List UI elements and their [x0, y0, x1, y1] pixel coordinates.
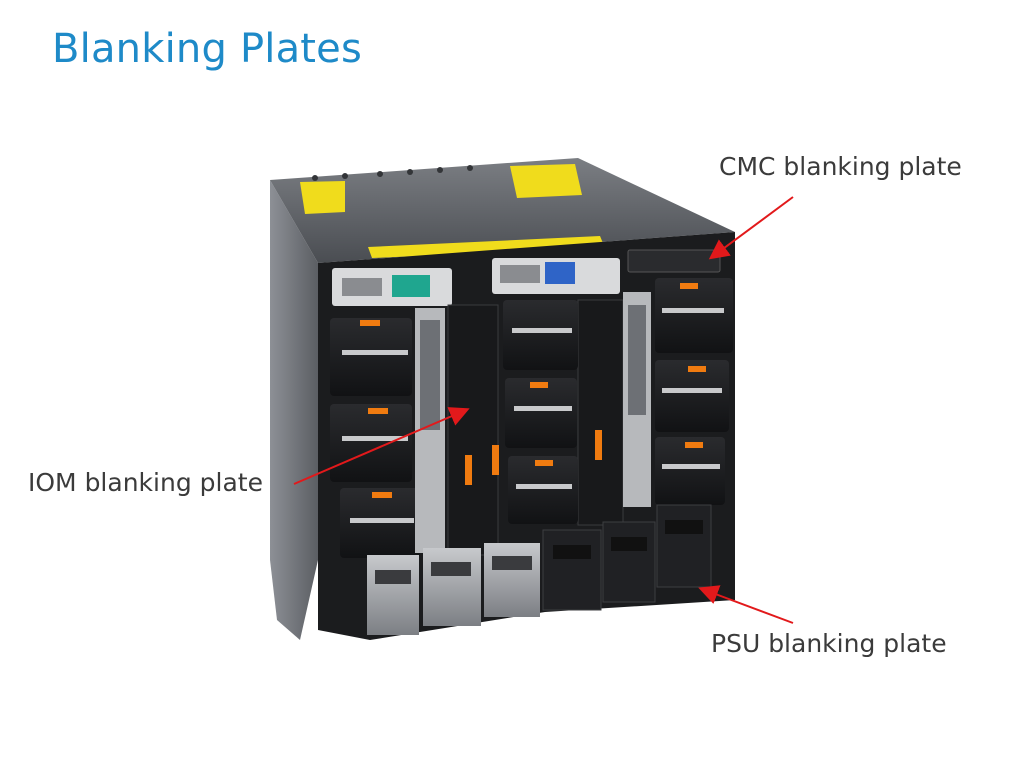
cmc-arrow-icon	[708, 196, 794, 260]
chassis-side-panel	[270, 180, 318, 640]
iom-modules	[415, 292, 651, 556]
top-vents	[312, 165, 473, 181]
warning-label	[368, 236, 605, 258]
iom-arrow-icon	[293, 407, 470, 485]
chassis-top-panel	[270, 158, 735, 263]
fan-modules-middle	[503, 300, 578, 524]
iom-blanking-plate-label: IOM blanking plate	[28, 468, 263, 497]
warning-label	[510, 164, 582, 198]
cmc-ports	[342, 278, 382, 296]
slide-title: Blanking Plates	[52, 26, 363, 72]
fan-modules-right	[655, 278, 733, 505]
cmc-blanking-plate	[627, 249, 721, 273]
cmc-blanking-plate-label: CMC blanking plate	[719, 152, 962, 181]
psu-blanking-plate-label: PSU blanking plate	[711, 629, 947, 658]
psu-arrow-icon	[698, 585, 794, 624]
cmc-serial-port	[392, 275, 430, 297]
cmc-ports	[500, 265, 540, 283]
psu-blanking-plates	[542, 504, 712, 611]
warning-label	[300, 181, 345, 214]
psu-modules	[367, 543, 540, 635]
fan-modules-left	[330, 318, 420, 558]
cmc-vga-port	[545, 262, 575, 284]
